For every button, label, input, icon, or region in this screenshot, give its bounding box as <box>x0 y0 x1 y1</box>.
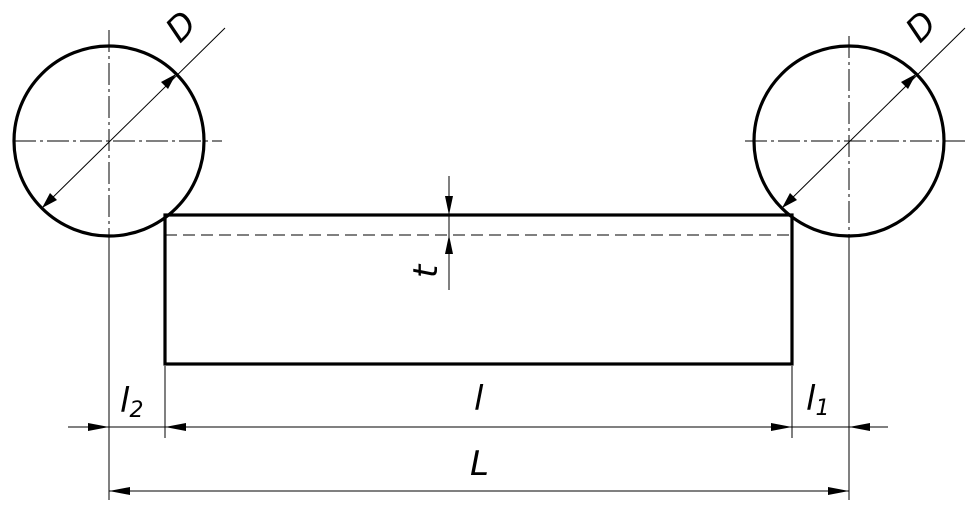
total-length-arrow-right <box>828 487 849 495</box>
upper-dimension-row: l2 l l1 <box>68 379 888 431</box>
workpiece-body <box>163 213 794 366</box>
right-diameter-label: D <box>898 4 945 51</box>
length-inner-arrow-left <box>165 423 186 431</box>
depth-arrow-bottom <box>445 235 453 254</box>
left-diameter-line <box>41 27 226 209</box>
depth-dimension: t <box>406 176 453 290</box>
right-diameter-line <box>781 27 966 209</box>
length-inner-label: l <box>474 379 484 419</box>
length-inner-arrow-right <box>771 423 792 431</box>
lower-dimension-row: L <box>109 444 849 495</box>
workpiece <box>163 213 794 366</box>
left-roller: D <box>12 4 226 250</box>
depth-arrow-top <box>445 196 453 215</box>
depth-label: t <box>406 263 446 278</box>
offset-right-label: l1 <box>806 379 829 421</box>
left-diameter-label: D <box>158 4 205 51</box>
total-length-label: L <box>470 444 489 484</box>
extension-lines <box>108 236 850 500</box>
right-roller: D <box>745 4 966 250</box>
right-diameter-arrow-upper <box>901 74 916 89</box>
offset-left-label: l2 <box>120 381 143 423</box>
total-length-arrow-left <box>109 487 130 495</box>
left-diameter-arrow-lower <box>42 193 57 208</box>
offset-left-arrow <box>88 423 109 431</box>
right-diameter-arrow-lower <box>782 193 797 208</box>
left-diameter-arrow-upper <box>161 74 176 89</box>
offset-right-arrow <box>849 423 870 431</box>
